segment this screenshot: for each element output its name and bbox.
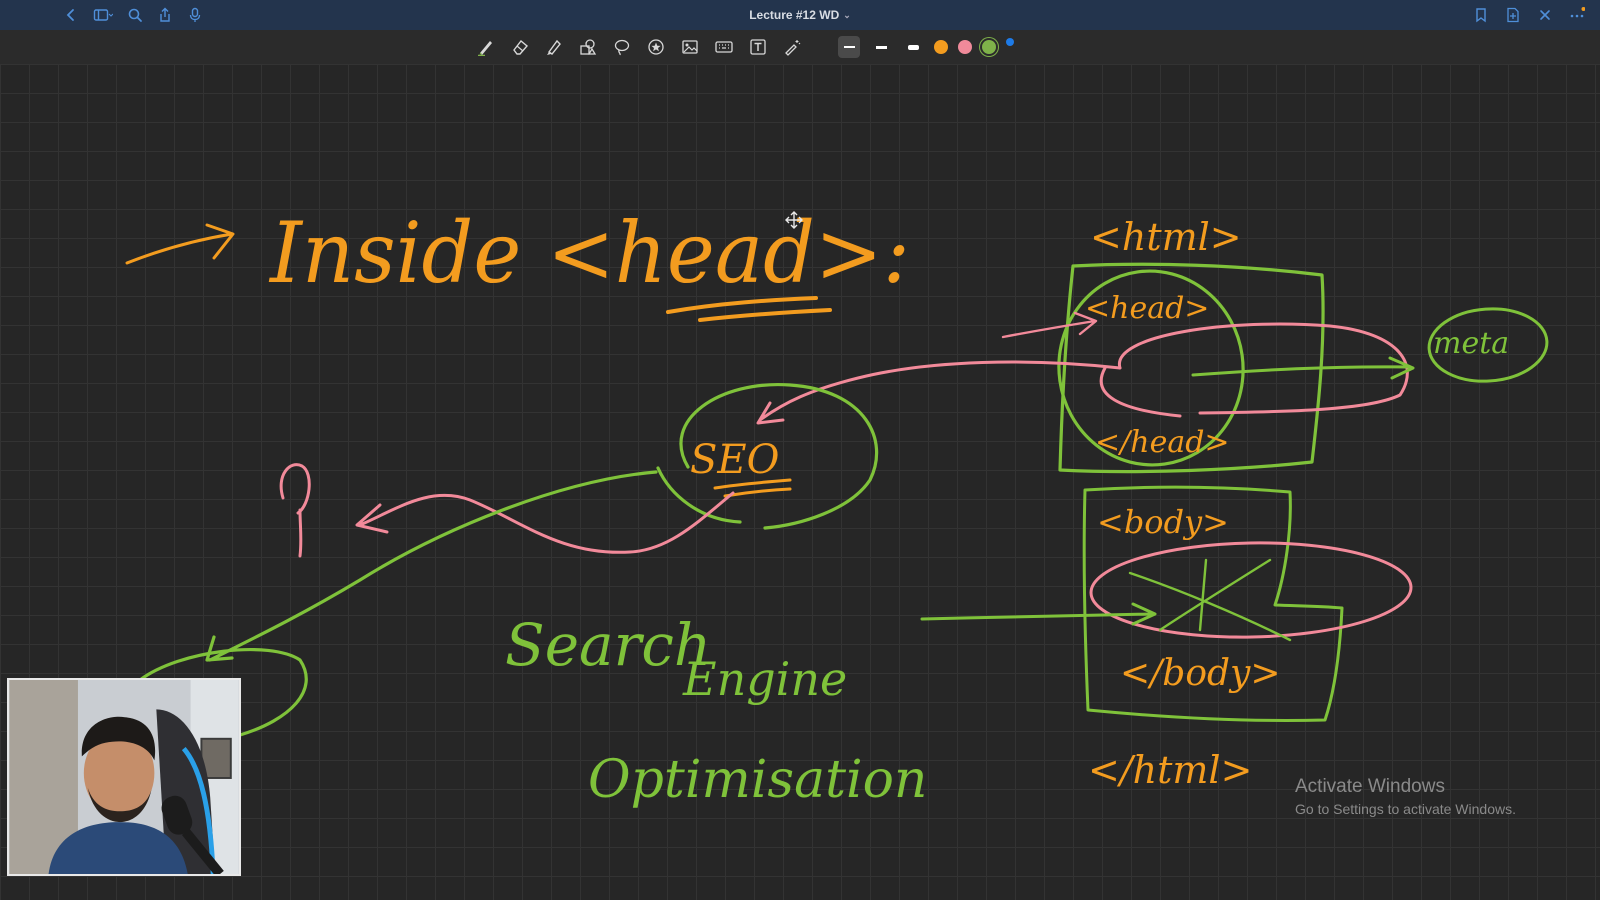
drawing-toolbar xyxy=(0,30,1600,65)
bookmark-icon[interactable] xyxy=(1472,6,1490,24)
heading-text: Inside <head>: xyxy=(268,204,910,302)
title-bar-left-controls xyxy=(62,0,204,30)
text-box-icon[interactable] xyxy=(746,35,770,59)
body-cross xyxy=(1128,558,1292,642)
eraser-icon[interactable] xyxy=(508,35,532,59)
body-close-tag: </body> xyxy=(1120,653,1281,694)
seo-to-left-arrow xyxy=(205,470,658,662)
body-open-tag: <body> xyxy=(1097,503,1229,541)
html-close-tag: </html> xyxy=(1088,748,1252,792)
add-page-icon[interactable] xyxy=(1504,6,1522,24)
watermark-title: Activate Windows xyxy=(1295,776,1445,797)
engine-word: Engine xyxy=(682,652,847,706)
stroke-thin-button[interactable] xyxy=(838,36,860,58)
more-icon[interactable] xyxy=(1568,6,1586,24)
microphone-icon[interactable] xyxy=(186,6,204,24)
keyboard-icon[interactable] xyxy=(712,35,736,59)
shapes-icon[interactable] xyxy=(576,35,600,59)
presenter-video xyxy=(9,680,239,874)
seo-to-question-arrow xyxy=(355,491,735,554)
html-open-tag: <html> xyxy=(1090,215,1242,259)
color-swatch-green[interactable] xyxy=(982,40,996,54)
tool-group xyxy=(474,30,1014,64)
body-pointer-arrow xyxy=(920,602,1157,626)
watermark-subtitle: Go to Settings to activate Windows. xyxy=(1295,801,1516,817)
meta-text: meta xyxy=(1433,326,1509,361)
head-close-tag: </head> xyxy=(1095,425,1230,460)
optimisation-word: Optimisation xyxy=(588,750,927,810)
sidebar-icon[interactable] xyxy=(92,6,114,24)
search-word: Search xyxy=(505,611,711,679)
head-box xyxy=(1058,262,1325,474)
share-icon[interactable] xyxy=(156,6,174,24)
head-pointer-arrow xyxy=(1001,311,1098,339)
seo-text: SEO xyxy=(690,437,779,483)
head-to-meta-arrow xyxy=(1191,356,1415,380)
stroke-thick-button[interactable] xyxy=(902,36,924,58)
pen-icon[interactable] xyxy=(474,35,498,59)
laser-pointer-icon[interactable] xyxy=(780,35,804,59)
body-box xyxy=(1082,485,1344,723)
head-circle xyxy=(1057,269,1245,467)
color-swatch-pink[interactable] xyxy=(958,40,972,54)
meta-circle xyxy=(1427,307,1549,383)
lasso-icon[interactable] xyxy=(610,35,634,59)
webcam-overlay xyxy=(7,678,241,876)
head-to-seo-arrow xyxy=(756,360,1122,425)
sticker-icon[interactable] xyxy=(644,35,668,59)
body-circle xyxy=(1089,541,1413,639)
head-open-tag: <head> xyxy=(1085,291,1209,326)
partial-left-circle xyxy=(138,647,308,737)
head-to-meta-loop xyxy=(1099,322,1409,418)
color-swatch-blue[interactable] xyxy=(1006,38,1014,46)
whiteboard-canvas[interactable] xyxy=(0,64,1600,900)
close-icon[interactable] xyxy=(1536,6,1554,24)
image-icon[interactable] xyxy=(678,35,702,59)
back-icon[interactable] xyxy=(62,6,80,24)
move-cursor-icon xyxy=(785,211,803,229)
question-mark xyxy=(279,463,311,558)
heading-underline xyxy=(666,296,832,322)
stroke-medium-button[interactable] xyxy=(870,36,892,58)
search-icon[interactable] xyxy=(126,6,144,24)
activate-windows-watermark: Activate Windows Go to Settings to activ… xyxy=(1295,776,1516,817)
color-swatch-orange[interactable] xyxy=(934,40,948,54)
title-bar-right-controls xyxy=(1472,0,1586,30)
seo-circle xyxy=(656,382,879,530)
highlighter-icon[interactable] xyxy=(542,35,566,59)
heading-arrow xyxy=(125,223,235,265)
